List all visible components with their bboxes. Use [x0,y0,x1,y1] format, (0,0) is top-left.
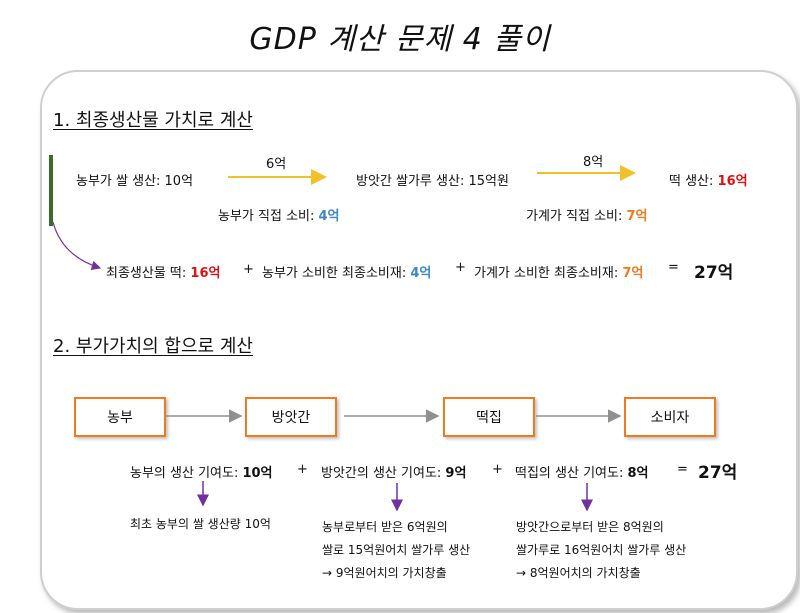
contribution-term2-label: 방앗간의 생산 기여도: [321,466,446,481]
note-ricecake-shop: 방앗간으로부터 받은 8억원의 쌀가루로 16억원어치 쌀가루 생산 → 8억원… [516,516,686,585]
box-consumer: 소비자 [624,397,716,437]
arrow1-label: 6억 [266,157,287,172]
ricecake-label: 떡 생산: [669,174,718,189]
note-shop-line2: 쌀가루로 16억원어치 쌀가루 생산 [516,543,687,557]
plus-sign-2: + [455,260,466,275]
box-mill: 방앗간 [245,397,337,437]
equals-sign-2: = [677,462,688,477]
sum-term2-label: 농부가 소비한 최종소비재: [262,266,411,281]
box-farmer: 농부 [74,397,166,437]
contribution-term2: 방앗간의 생산 기여도: 9억 [321,462,466,481]
section2-heading: 2. 부가가치의 합으로 계산 [53,336,253,357]
box-ricecake-shop: 떡집 [443,397,535,437]
note-shop-line3: → 8억원어치의 가치창출 [516,566,641,580]
arrow2-label: 8억 [583,155,604,170]
farmer-consumption-text: 농부가 직접 소비: 4억 [218,205,340,224]
sum-term3-value: 7억 [622,266,644,281]
farmer-consumption-label: 농부가 직접 소비: [218,209,319,224]
plus-sign-3: + [297,462,308,477]
sum-term2-value: 4억 [410,266,432,281]
contribution-term2-value: 9억 [445,466,467,481]
sum-term1: 최종생산물 떡: 16억 [106,262,220,281]
green-marker-bar [49,155,53,226]
contribution-term1-value: 10억 [242,466,273,481]
mill-production-text: 방앗간 쌀가루 생산: 15억원 [356,174,509,189]
sum-term3: 가계가 소비한 최종소비재: 7억 [474,262,643,281]
contribution-term3: 떡집의 생산 기여도: 8억 [515,462,648,481]
section2-total: 27억 [698,463,738,483]
plus-sign-1: + [243,262,254,277]
note-mill-line1: 농부로부터 받은 6억원의 [322,520,448,534]
contribution-term1: 농부의 생산 기여도: 10억 [130,462,273,481]
equals-sign-1: = [668,260,679,275]
sum-term1-value: 16억 [190,266,221,281]
farmer-consumption-value: 4억 [318,209,340,224]
sum-term1-label: 최종생산물 떡: [106,266,191,281]
sum-term2: 농부가 소비한 최종소비재: 4억 [262,262,431,281]
contribution-term3-label: 떡집의 생산 기여도: [515,466,628,481]
page-title: GDP 계산 문제 4 풀이 [249,22,551,57]
farmer-production-text: 농부가 쌀 생산: 10억 [76,174,194,189]
household-consumption-value: 7억 [626,209,648,224]
note-mill-line2: 쌀로 15억원어치 쌀가루 생산 [322,543,471,557]
contribution-term3-value: 8억 [627,466,649,481]
content-panel [40,70,798,610]
note-farmer: 최초 농부의 쌀 생산량 10억 [130,517,271,531]
note-shop-line1: 방앗간으로부터 받은 8억원의 [516,520,664,534]
ricecake-value: 16억 [717,174,748,189]
section1-heading: 1. 최종생산물 가치로 계산 [53,110,253,131]
ricecake-production-text: 떡 생산: 16억 [669,170,748,189]
contribution-term1-label: 농부의 생산 기여도: [130,466,243,481]
plus-sign-4: + [492,462,503,477]
curved-arrow-to-sum [52,221,102,271]
note-mill: 농부로부터 받은 6억원의 쌀로 15억원어치 쌀가루 생산 → 9억원어치의 … [322,516,470,585]
household-consumption-text: 가계가 직접 소비: 7억 [526,205,648,224]
section1-total: 27억 [694,263,734,283]
household-consumption-label: 가계가 직접 소비: [526,209,627,224]
note-mill-line3: → 9억원어치의 가치창출 [322,566,447,580]
sum-term3-label: 가계가 소비한 최종소비재: [474,266,623,281]
